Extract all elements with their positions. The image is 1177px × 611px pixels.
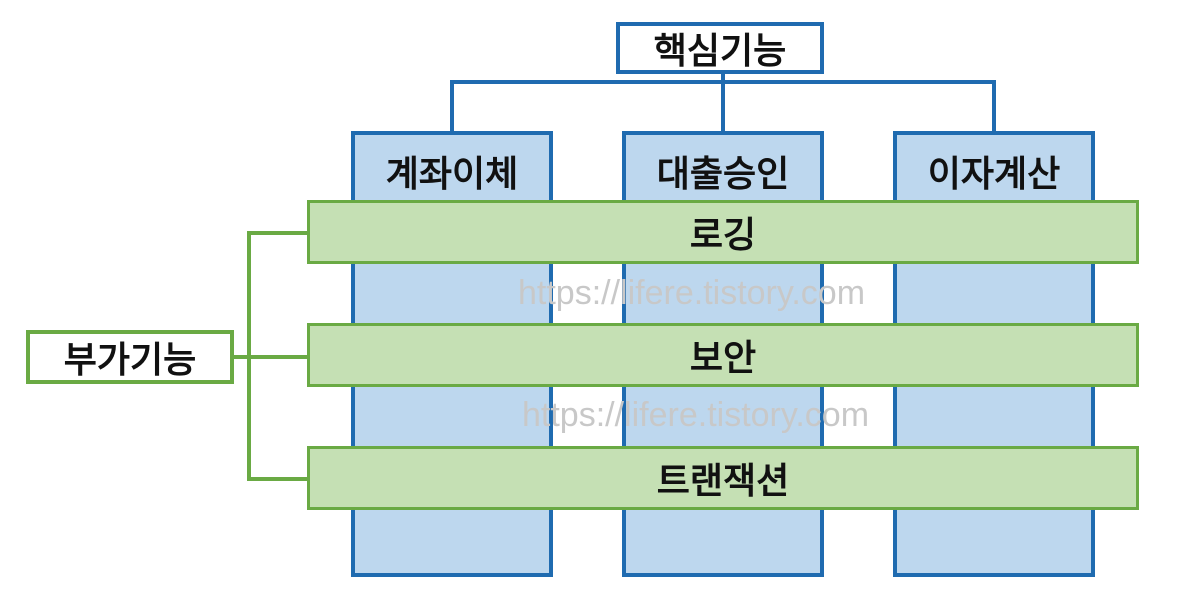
core-column-label: 계좌이체 <box>385 154 519 195</box>
addon-functions-title-label: 부가기능 <box>63 340 197 381</box>
watermark-text: https://lifere.tistory.com <box>518 274 866 312</box>
addon-functions-title: 부가기능 <box>26 330 234 384</box>
core-column-label: 대출승인 <box>656 154 790 195</box>
addon-bar-logging: 로깅 <box>307 200 1139 264</box>
addon-bar-transaction: 트랜잭션 <box>307 446 1139 510</box>
core-functions-title: 핵심기능 <box>616 22 824 74</box>
core-functions-title-label: 핵심기능 <box>653 31 787 72</box>
addon-bar-security: 보안 <box>307 323 1139 387</box>
watermark-text: https://lifere.tistory.com <box>522 396 870 434</box>
core-column-label: 이자계산 <box>927 154 1061 195</box>
addon-bar-label: 트랜잭션 <box>656 461 790 502</box>
addon-bar-label: 보안 <box>689 338 757 379</box>
addon-bar-label: 로깅 <box>689 215 757 256</box>
